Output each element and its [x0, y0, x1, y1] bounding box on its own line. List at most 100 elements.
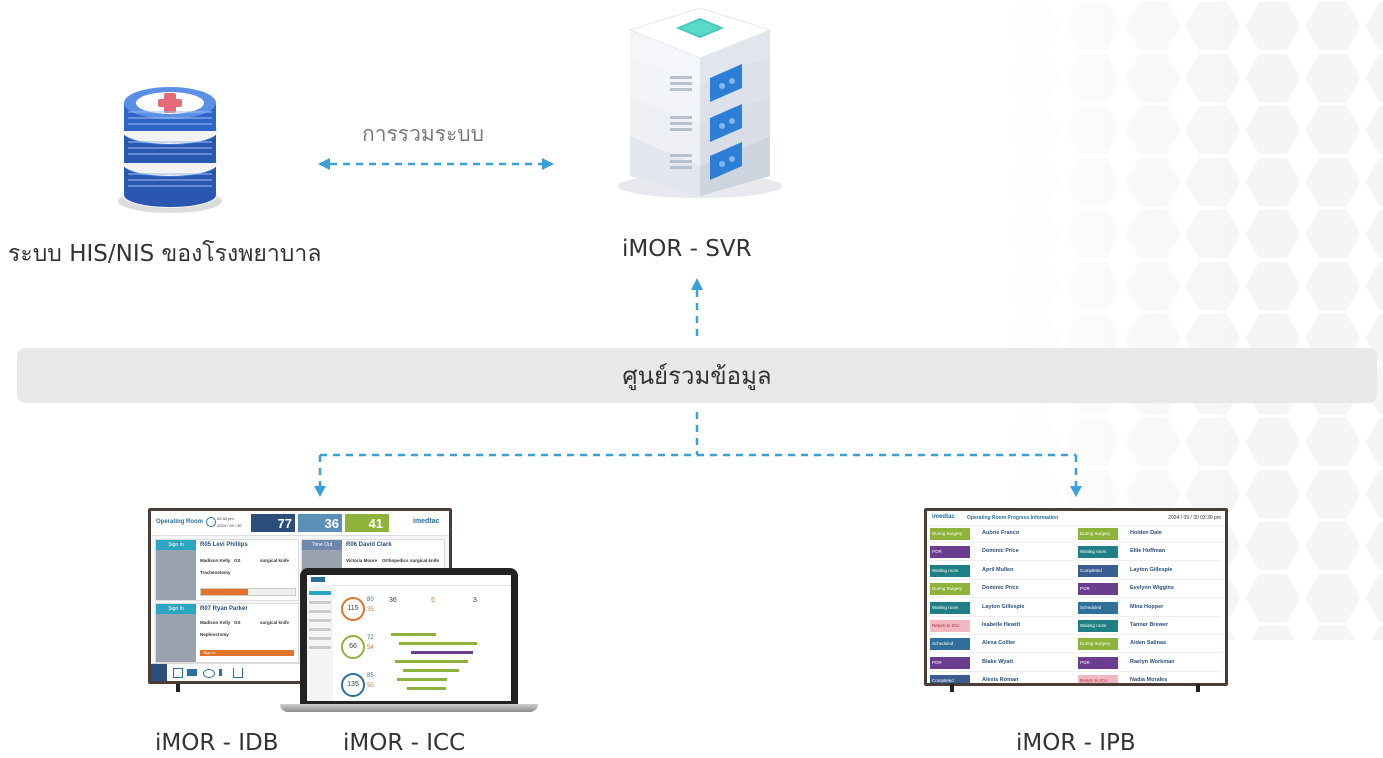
ipb-row-name: Aubrie Franco — [982, 530, 1020, 536]
icc-sub-1: 35 — [367, 607, 374, 613]
idb-card1-proc: Tracheostomy — [200, 570, 231, 575]
ipb-row-name: Dominic Price — [982, 585, 1019, 592]
ipb-row-status: Waiting room — [1078, 546, 1118, 559]
ipb-row: Waiting room Ellie Hoffman — [1078, 545, 1222, 562]
idb-card1-status: Sign In — [156, 540, 196, 550]
idb-time: 02:30 pm — [217, 516, 234, 521]
ipb-row: Waiting room Layton Gillespie — [930, 601, 1074, 617]
idb-card1-name: Madison Kelly — [200, 558, 231, 563]
people-icon — [203, 669, 215, 678]
ipb-row-status: Completed — [930, 675, 970, 683]
ipb-row-name: Mina Hopper — [1130, 603, 1164, 610]
ipb-row-name: Isabelle Hewitt — [982, 621, 1021, 628]
idb-date: 2024 / 09 / 30 — [217, 523, 242, 528]
idb-card2-type: surgical knife — [410, 558, 440, 563]
hospital-database-icon — [118, 87, 222, 213]
ipb-row: POR Raelyn Workman — [1078, 656, 1222, 672]
icc-kpi-3: 3 — [473, 597, 477, 604]
idb-card3-room: R07 Ryan Parker — [200, 606, 248, 612]
ipb-row: Waiting room April Mullen — [930, 564, 1074, 580]
ipb-row-name: Tanner Brewer — [1130, 621, 1169, 628]
idb-card2-status: Time Out — [302, 540, 342, 550]
ipb-row-name: Alexa Collier — [982, 640, 1016, 647]
ipb-logo: imedtac — [932, 514, 955, 520]
ipb-row-name: Dominic Price — [982, 548, 1019, 555]
icc-gauge-2: 66 — [341, 635, 365, 659]
ipb-row-status: Scheduled — [930, 638, 970, 651]
idb-count-2: 36 — [324, 516, 339, 531]
ipb-row-name: Blake Wyatt — [982, 658, 1014, 665]
ipb-row-name: Evelynn Wiggins — [1130, 585, 1174, 592]
idb-card3-name: Madison Kelly — [200, 620, 231, 625]
ipb-row: Scheduled Mina Hopper — [1078, 601, 1222, 617]
idb-progress-bar: Sign In — [200, 650, 294, 656]
icc-gauge-3: 135 — [341, 673, 365, 697]
utensils-icon — [233, 668, 243, 678]
idb-title: Operating Room — [156, 519, 204, 525]
ipb-row-status: During Surgery — [1078, 528, 1118, 540]
icc-sub-3: 50 — [367, 683, 374, 689]
ipb-row-status: During Surgery — [930, 583, 970, 596]
idb-card3-type: surgical knife — [260, 620, 290, 625]
icc-stat-1: 80 — [367, 597, 374, 603]
ipb-row: POR Evelynn Wiggins — [1078, 582, 1222, 599]
ipb-label: iMOR - IPB — [1016, 730, 1136, 756]
integration-label: การรวมระบบ — [362, 122, 484, 146]
icc-sub-2: 54 — [367, 645, 374, 651]
idb-card2-room: R06 David Clark — [346, 542, 392, 548]
idb-count-3: 41 — [368, 516, 383, 531]
ipb-display: imedtac Operating Room Progress Informat… — [924, 508, 1228, 694]
ipb-row-status: Completed — [1078, 564, 1118, 577]
hospital-system-label: ระบบ HIS/NIS ของโรงพยาบาล — [8, 241, 322, 267]
ipb-row: During Surgery Holden Dale — [1078, 527, 1222, 543]
ipb-row-status: Waiting room — [930, 601, 970, 614]
ipb-row: During Surgery Dominic Price — [930, 582, 1074, 599]
server-icon — [618, 8, 782, 198]
ipb-row-status: During Surgery — [930, 528, 970, 540]
ipb-row-status: Waiting room — [930, 564, 970, 577]
ipb-row-status: Scheduled — [1078, 601, 1118, 614]
screen-icon — [187, 669, 197, 676]
idb-label: iMOR - IDB — [155, 730, 279, 756]
icc-gauge-1: 115 — [341, 597, 365, 621]
icc-label: iMOR - ICC — [343, 730, 466, 756]
ipb-row-status: POR — [1078, 656, 1118, 669]
ipb-row-name: April Mullen — [982, 566, 1014, 573]
ipb-datetime: 2024 / 09 / 30 03:30 pm — [1168, 515, 1221, 521]
server-label: iMOR - SVR — [622, 236, 752, 262]
idb-card2-name: Victoria Moore — [346, 558, 378, 563]
ipb-row-name: Holden Dale — [1130, 530, 1162, 536]
ipb-row-name: Raelyn Workman — [1130, 658, 1175, 665]
ipb-row: POR Blake Wyatt — [930, 656, 1074, 672]
ipb-row: POR Dominic Price — [930, 545, 1074, 562]
ipb-row-status: POR — [930, 546, 970, 559]
icc-stat-3: 85 — [367, 673, 374, 679]
icc-laptop: 115 80 35 66 72 54 135 85 50 36 5 3 — [280, 568, 538, 718]
calendar-icon — [173, 668, 183, 678]
icc-kpi-2: 5 — [431, 597, 435, 604]
ipb-row-name: Layton Gillespie — [1130, 566, 1173, 573]
ipb-row: Completed Layton Gillespie — [1078, 564, 1222, 580]
ipb-title: Operating Room Progress Information — [967, 515, 1059, 521]
icc-stat-2: 72 — [367, 635, 374, 641]
ipb-row-status: POR — [930, 656, 970, 669]
megaphone-icon — [219, 669, 230, 676]
ipb-row: During Surgery Aubrie Franco — [930, 527, 1074, 543]
ipb-row-name: Ellie Hoffman — [1130, 548, 1166, 555]
data-hub-bar: ศูนย์รวมข้อมูล — [17, 348, 1377, 403]
ipb-row-name: Aiden Salinas — [1130, 640, 1167, 647]
ipb-row-status: POR — [1078, 583, 1118, 596]
ipb-row-name: Layton Gillespie — [982, 603, 1025, 610]
idb-card3-proc: Nephrectomy — [200, 632, 229, 637]
ipb-row-status: Return to ICU — [1078, 675, 1118, 683]
idb-logo: imedtac — [413, 518, 440, 525]
clock-icon — [206, 517, 216, 527]
data-hub-label: ศูนย์รวมข้อมูล — [622, 362, 772, 390]
idb-card2-dept: Orthopedics — [382, 558, 409, 563]
